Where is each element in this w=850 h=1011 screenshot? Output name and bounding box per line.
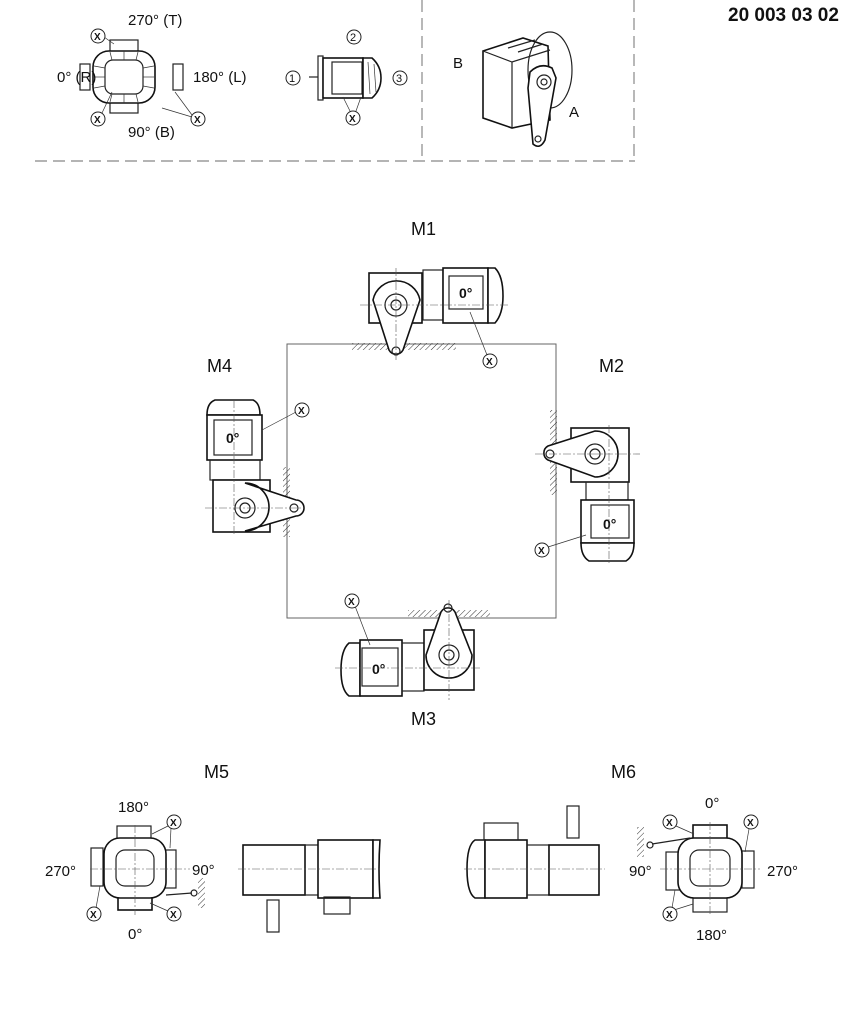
- svg-text:X: X: [349, 114, 356, 125]
- x-marker: X: [86, 885, 102, 922]
- svg-text:X: X: [348, 597, 355, 608]
- label-90-bottom: 90° (B): [128, 124, 175, 141]
- mounting-position-m1: M1 0° X: [352, 219, 510, 369]
- terminal-box-right: [172, 63, 184, 91]
- mounting-frame: [286, 343, 557, 619]
- svg-text:X: X: [486, 357, 493, 368]
- x-marker: X: [149, 902, 182, 922]
- x-marker: X: [342, 96, 362, 126]
- mounting-position-m5: M5 180° 270° 90° 0° X X X: [45, 762, 381, 943]
- svg-text:X: X: [666, 910, 673, 921]
- m6-label-180: 180°: [696, 927, 727, 944]
- legend-cable-entry-positions: 1 2 3 X: [285, 29, 408, 126]
- svg-text:X: X: [194, 115, 201, 126]
- x-marker: X: [743, 814, 759, 853]
- m2-label: M2: [599, 356, 624, 376]
- m1-terminal-box-label: 0°: [459, 285, 472, 301]
- mounting-position-m2: M2 0° X: [534, 356, 640, 565]
- m2-terminal-box-label: 0°: [603, 516, 616, 532]
- mounting-position-m4: M4 0° X: [205, 356, 310, 537]
- svg-text:X: X: [298, 406, 305, 417]
- x-marker: X: [344, 593, 371, 646]
- m6-label-0: 0°: [705, 795, 719, 812]
- m3-terminal-box-label: 0°: [372, 661, 385, 677]
- svg-text:X: X: [170, 818, 177, 829]
- document-number: 20 003 03 02: [728, 5, 839, 26]
- svg-text:X: X: [538, 546, 545, 557]
- terminal-box-left: [79, 63, 91, 91]
- label-270-top: 270° (T): [128, 12, 182, 29]
- m5-label: M5: [204, 762, 229, 782]
- svg-text:2: 2: [350, 32, 356, 44]
- x-marker: X: [161, 91, 206, 127]
- svg-text:3: 3: [396, 73, 402, 85]
- svg-text:X: X: [170, 910, 177, 921]
- marker-3: 3: [392, 70, 408, 86]
- m6-label-270: 270°: [767, 863, 798, 880]
- label-a: A: [569, 104, 579, 121]
- svg-text:X: X: [94, 115, 101, 126]
- m5-label-0: 0°: [128, 926, 142, 943]
- marker-1: 1: [285, 70, 301, 86]
- legend-terminal-box-positions: 270° (T) 0° (R) 180° (L) 90° (B) X X X: [57, 12, 247, 141]
- x-marker: X: [662, 814, 695, 835]
- svg-text:X: X: [94, 32, 101, 43]
- x-marker: X: [90, 28, 115, 45]
- label-0-left: 0° (R): [57, 69, 96, 86]
- x-marker: X: [151, 814, 182, 849]
- m6-label-90: 90°: [629, 863, 652, 880]
- x-marker: X: [662, 889, 694, 922]
- x-marker: X: [90, 91, 113, 127]
- marker-2: 2: [346, 29, 362, 45]
- label-180-right: 180° (L): [193, 69, 247, 86]
- svg-text:X: X: [90, 910, 97, 921]
- m6-label: M6: [611, 762, 636, 782]
- m5-label-90: 90°: [192, 862, 215, 879]
- x-marker: X: [469, 311, 498, 369]
- label-b: B: [453, 55, 463, 72]
- m5-label-270: 270°: [45, 863, 76, 880]
- svg-text:X: X: [666, 818, 673, 829]
- m1-label: M1: [411, 219, 436, 239]
- x-marker: X: [534, 534, 587, 558]
- m3-label: M3: [411, 709, 436, 729]
- m4-terminal-box-label: 0°: [226, 430, 239, 446]
- mounting-position-m6: M6 0° 90° 270° 180° X X X: [464, 762, 798, 944]
- legend-isometric-gear-unit: B A: [453, 31, 579, 148]
- legend-frame: [35, 0, 635, 162]
- svg-text:1: 1: [289, 73, 295, 85]
- svg-text:X: X: [747, 818, 754, 829]
- mounting-position-m3: M3 0° X: [335, 593, 490, 729]
- m4-label: M4: [207, 356, 232, 376]
- m5-label-180: 180°: [118, 799, 149, 816]
- x-marker: X: [261, 402, 310, 431]
